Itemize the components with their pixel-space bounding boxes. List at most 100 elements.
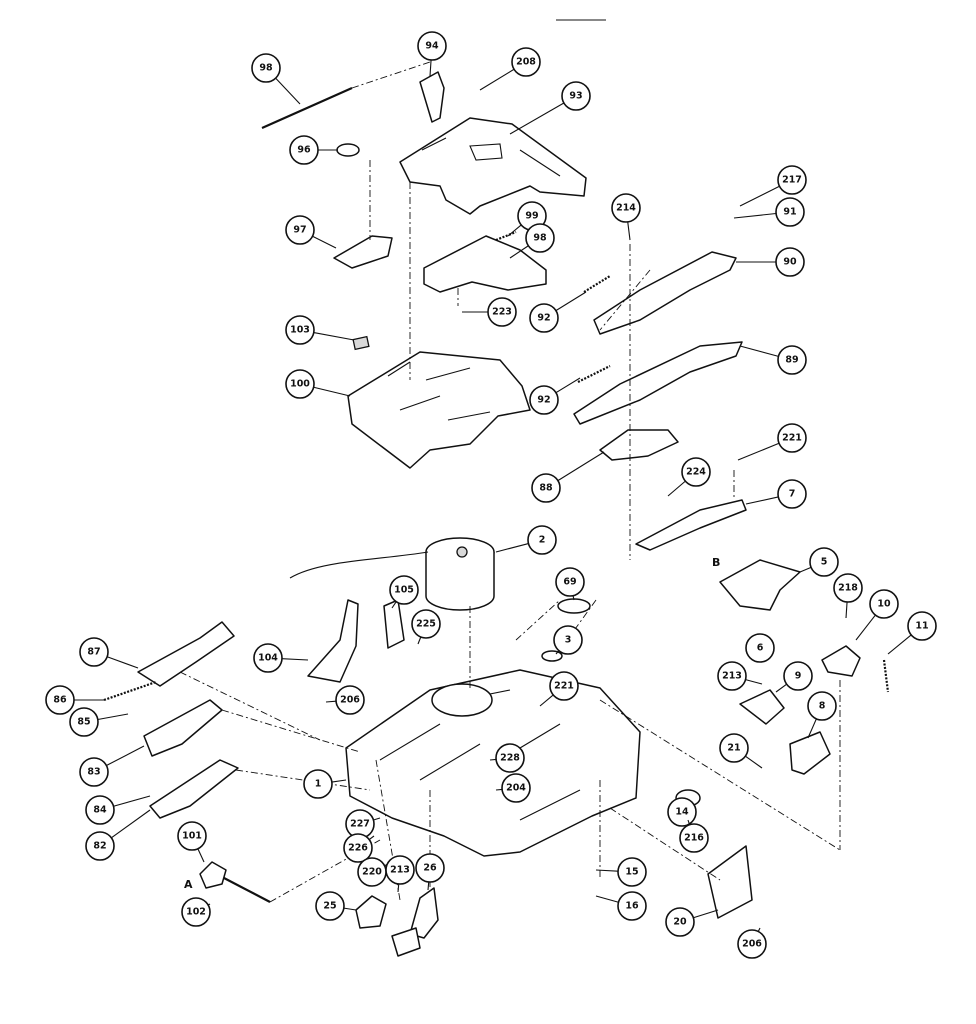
callout-leader xyxy=(106,745,145,767)
callout-circle xyxy=(285,215,315,245)
callout-3: 3 xyxy=(553,625,583,655)
callout-227: 227 xyxy=(345,809,381,839)
callout-circle xyxy=(79,637,109,667)
pad-part-103 xyxy=(352,335,370,351)
callout-circle xyxy=(529,303,559,333)
callout-number: 102 xyxy=(186,907,206,918)
callout-69: 69 xyxy=(555,567,585,601)
callout-circle xyxy=(79,757,109,787)
rod-part xyxy=(261,86,353,130)
callout-102: 102 xyxy=(181,897,211,927)
callout-number: 88 xyxy=(539,483,553,494)
callout-circle xyxy=(285,369,315,399)
callout-1: 1 xyxy=(303,769,347,799)
callout-96: 96 xyxy=(289,135,338,165)
callout-leader xyxy=(331,779,347,783)
bracket-part-97 xyxy=(333,235,393,269)
callout-97: 97 xyxy=(285,215,337,249)
callout-10: 10 xyxy=(855,589,899,641)
spring-part-92a xyxy=(583,275,611,293)
bracket-part-7 xyxy=(635,499,747,551)
callout-circle xyxy=(487,297,517,327)
callout-leader xyxy=(113,795,151,807)
callout-leader xyxy=(667,480,686,497)
bracket-part-104 xyxy=(307,599,359,683)
callout-leader xyxy=(312,235,337,249)
callout-5: 5 xyxy=(799,547,839,577)
callout-206: 206 xyxy=(325,685,365,715)
plate-part-82 xyxy=(149,759,239,819)
rod-part-101 xyxy=(223,877,271,903)
callout-number: 16 xyxy=(625,901,639,912)
callout-number: 216 xyxy=(684,833,704,844)
callout-leader xyxy=(509,245,529,259)
callout-circle xyxy=(611,193,641,223)
callout-circle xyxy=(415,853,445,883)
callout-leader xyxy=(197,848,205,863)
callout-leader xyxy=(427,881,430,891)
callout-number: 217 xyxy=(782,175,802,186)
callout-number: 97 xyxy=(293,225,306,236)
callout-number: 220 xyxy=(362,867,382,878)
callout-217: 217 xyxy=(739,165,807,207)
callout-number: 21 xyxy=(727,743,740,754)
callout-leader xyxy=(111,809,151,839)
callout-number: 98 xyxy=(259,63,273,74)
callout-104: 104 xyxy=(253,643,309,673)
callout-92: 92 xyxy=(529,291,587,333)
callout-2: 2 xyxy=(495,525,557,555)
callout-leader xyxy=(807,718,817,739)
callout-circle xyxy=(549,671,579,701)
callout-circle xyxy=(679,823,709,853)
callout-21: 21 xyxy=(719,733,763,769)
callout-leader xyxy=(745,755,763,769)
callout-221: 221 xyxy=(539,671,579,707)
callout-circle xyxy=(85,831,115,861)
callout-circle xyxy=(343,833,373,863)
callout-204: 204 xyxy=(495,773,531,803)
callout-circle xyxy=(525,223,555,253)
callout-leader xyxy=(343,907,357,911)
callout-225: 225 xyxy=(411,609,441,645)
chassis-hub xyxy=(431,683,493,717)
callout-leader xyxy=(595,895,619,903)
motor-body xyxy=(425,552,495,611)
lever-part-5 xyxy=(719,559,801,611)
callout-circle xyxy=(181,897,211,927)
board-part-20 xyxy=(707,845,753,919)
callout-number: 26 xyxy=(423,863,437,874)
callout-circle xyxy=(775,197,805,227)
callout-number: 86 xyxy=(53,695,67,706)
callout-leader xyxy=(417,636,422,645)
callout-circle xyxy=(501,773,531,803)
callout-number: 204 xyxy=(506,783,526,794)
callout-number: 9 xyxy=(795,671,802,682)
callout-number: 227 xyxy=(350,819,370,830)
callout-number: 103 xyxy=(290,325,310,336)
callout-leader xyxy=(368,835,375,841)
callout-circle xyxy=(335,685,365,715)
callout-leader xyxy=(539,694,554,707)
callout-number: 214 xyxy=(616,203,636,214)
callout-number: 5 xyxy=(821,557,828,568)
top-plate-detail xyxy=(421,137,561,177)
callout-84: 84 xyxy=(85,795,151,825)
callout-leader xyxy=(745,679,763,685)
callout-leader xyxy=(887,634,912,655)
callout-leader xyxy=(739,345,779,357)
motor-wire xyxy=(289,551,429,579)
callout-25: 25 xyxy=(315,891,357,921)
callout-number: 84 xyxy=(93,805,107,816)
callout-leader xyxy=(495,788,503,791)
callout-circle xyxy=(617,891,647,921)
callout-number: 104 xyxy=(258,653,278,664)
callout-circle xyxy=(553,625,583,655)
callout-leader xyxy=(693,909,719,919)
callout-221: 221 xyxy=(737,423,807,461)
callout-228: 228 xyxy=(489,743,525,773)
callout-leader xyxy=(595,869,619,872)
callout-circle xyxy=(529,385,559,415)
callout-90: 90 xyxy=(736,247,805,277)
callout-number: 93 xyxy=(569,91,582,102)
tray-detail xyxy=(387,361,491,421)
